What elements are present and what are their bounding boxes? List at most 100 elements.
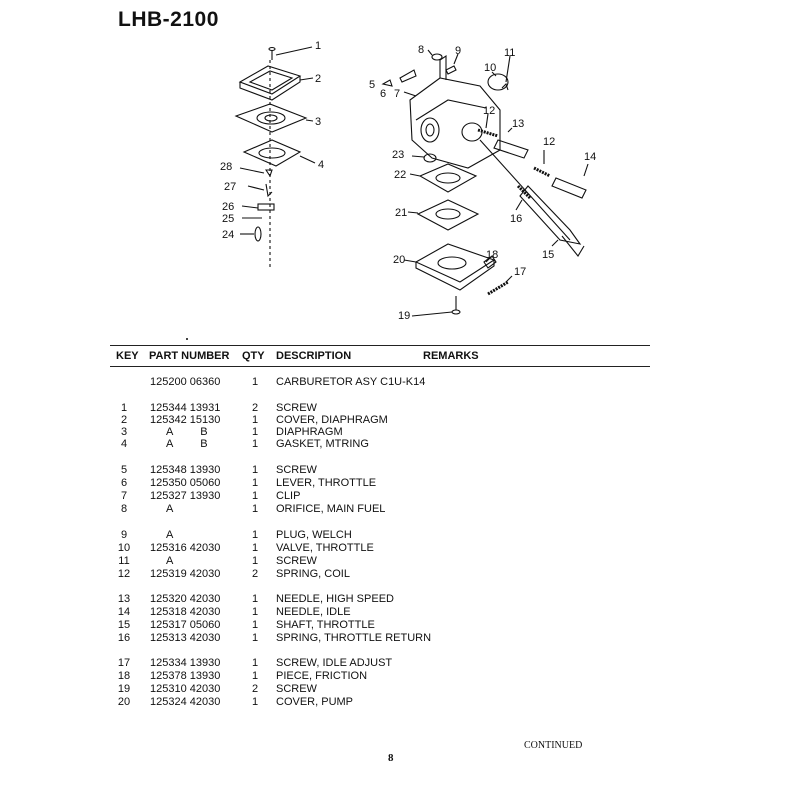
row-part-number: 125334 13930 [150, 657, 221, 669]
part-pump-cover-20 [414, 243, 496, 283]
row-part-number: 125348 13930 [150, 464, 221, 476]
row-qty: 1 [251, 542, 259, 554]
row-key: 11 [118, 555, 130, 567]
row-description: SCREW, IDLE ADJUST [276, 657, 393, 669]
row-description: CARBURETOR ASY C1U-K14 [276, 376, 426, 388]
row-qty: 1 [251, 696, 259, 708]
row-qty: 1 [251, 555, 259, 567]
row-part-number: 125318 42030 [150, 606, 221, 618]
row-key: 7 [120, 490, 128, 502]
row-part-number: 125316 42030 [150, 542, 221, 554]
part-throttle-shaft-15 [519, 185, 582, 245]
callout-11: 11 [504, 47, 515, 59]
row-description: SPRING, THROTTLE RETURN [276, 632, 432, 644]
row-part-number: 125200 06360 [150, 376, 221, 388]
part-diaphragm-3 [234, 103, 308, 133]
table-header-rule [110, 366, 650, 367]
row-key: 9 [120, 529, 128, 541]
row-key: 14 [117, 606, 131, 618]
table-row: 9 A 1 PLUG, WELCH [0, 529, 800, 542]
row-description: PLUG, WELCH [276, 529, 352, 541]
callout-10: 10 [484, 62, 496, 74]
table-row: 10 125316 42030 1 VALVE, THROTTLE [0, 542, 800, 555]
row-qty: 1 [251, 529, 259, 541]
callout-28: 28 [220, 161, 232, 173]
row-key: 19 [117, 683, 131, 695]
row-part-number: A [166, 529, 174, 541]
row-description: GASKET, MTRING [276, 438, 369, 450]
row-key: 8 [120, 503, 128, 515]
row-key: 18 [117, 670, 131, 682]
row-part-number: 125320 42030 [150, 593, 221, 605]
table-row: 17 125334 13930 1 SCREW, IDLE ADJUST [0, 657, 800, 670]
callout-8: 8 [418, 44, 424, 56]
row-key: 16 [117, 632, 131, 644]
header-part-number: PART NUMBER [149, 350, 230, 362]
callout-7: 7 [394, 88, 400, 100]
row-description: SCREW [276, 464, 317, 476]
row-qty: 1 [251, 376, 259, 388]
callout-3: 3 [315, 116, 321, 128]
row-key: 17 [117, 657, 131, 669]
row-qty: 1 [251, 426, 259, 438]
row-description: VALVE, THROTTLE [276, 542, 374, 554]
row-description: SCREW [276, 683, 317, 695]
row-part-number: 125317 05060 [150, 619, 221, 631]
table-row: 125200 06360 1 CARBURETOR ASY C1U-K14 [0, 376, 800, 389]
page-number: 8 [388, 752, 394, 764]
header-description: DESCRIPTION [276, 350, 352, 362]
callout-12-b: 12 [543, 136, 555, 148]
row-qty: 1 [251, 490, 259, 502]
table-row: 19 125310 42030 2 SCREW [0, 683, 800, 696]
row-description: SCREW [276, 402, 317, 414]
table-row: 6 125350 05060 1 LEVER, THROTTLE [0, 477, 800, 490]
row-part-number: 125327 13930 [150, 490, 221, 502]
callout-17: 17 [514, 266, 526, 278]
row-part-number: 125310 42030 [150, 683, 221, 695]
row-qty: 2 [251, 683, 259, 695]
table-row: 2 125342 15130 1 COVER, DIAPHRAGM [0, 414, 800, 427]
row-description: COVER, PUMP [276, 696, 354, 708]
row-qty: 1 [251, 438, 259, 450]
row-description: SPRING, COIL [276, 568, 350, 580]
table-row: 8 A 1 ORIFICE, MAIN FUEL [0, 503, 800, 516]
row-qty: 1 [251, 632, 259, 644]
stray-mark [186, 338, 188, 340]
row-description: COVER, DIAPHRAGM [276, 414, 388, 426]
row-qty: 1 [251, 593, 259, 605]
callout-24: 24 [222, 229, 234, 241]
row-qty: 1 [251, 657, 259, 669]
exploded-parts-diagram: 1 2 3 4 5 6 7 8 9 10 11 12 13 12 14 15 1… [0, 0, 800, 340]
row-qty: 1 [251, 477, 259, 489]
callout-15: 15 [542, 249, 554, 261]
row-part-number: 125313 42030 [150, 632, 221, 644]
callout-2: 2 [315, 73, 321, 85]
callout-9: 9 [455, 45, 461, 57]
callout-27: 27 [224, 181, 236, 193]
callout-23: 23 [392, 149, 404, 161]
callout-22: 22 [394, 169, 406, 181]
header-key: KEY [116, 350, 139, 362]
row-description: PIECE, FRICTION [276, 670, 368, 682]
row-part-number: A [166, 503, 174, 515]
table-row: 12 125319 42030 2 SPRING, COIL [0, 568, 800, 581]
row-key: 20 [117, 696, 131, 708]
row-description: NEEDLE, HIGH SPEED [276, 593, 394, 605]
row-qty: 1 [251, 619, 259, 631]
callout-4: 4 [318, 159, 324, 171]
row-key: 2 [120, 414, 128, 426]
row-description: CLIP [276, 490, 301, 502]
table-row: 14 125318 42030 1 NEEDLE, IDLE [0, 606, 800, 619]
row-part-number: A B [166, 438, 208, 450]
table-row: 4 A B 1 GASKET, MTRING [0, 438, 800, 451]
table-row: 7 125327 13930 1 CLIP [0, 490, 800, 503]
row-part-number: 125344 13931 [150, 402, 221, 414]
part-diaphragm-21 [416, 199, 480, 231]
table-row: 15 125317 05060 1 SHAFT, THROTTLE [0, 619, 800, 632]
row-qty: 2 [251, 402, 259, 414]
callout-6: 6 [380, 88, 386, 100]
row-part-number: A B [166, 426, 208, 438]
row-key: 13 [117, 593, 131, 605]
row-qty: 1 [251, 414, 259, 426]
row-part-number: 125324 42030 [150, 696, 221, 708]
